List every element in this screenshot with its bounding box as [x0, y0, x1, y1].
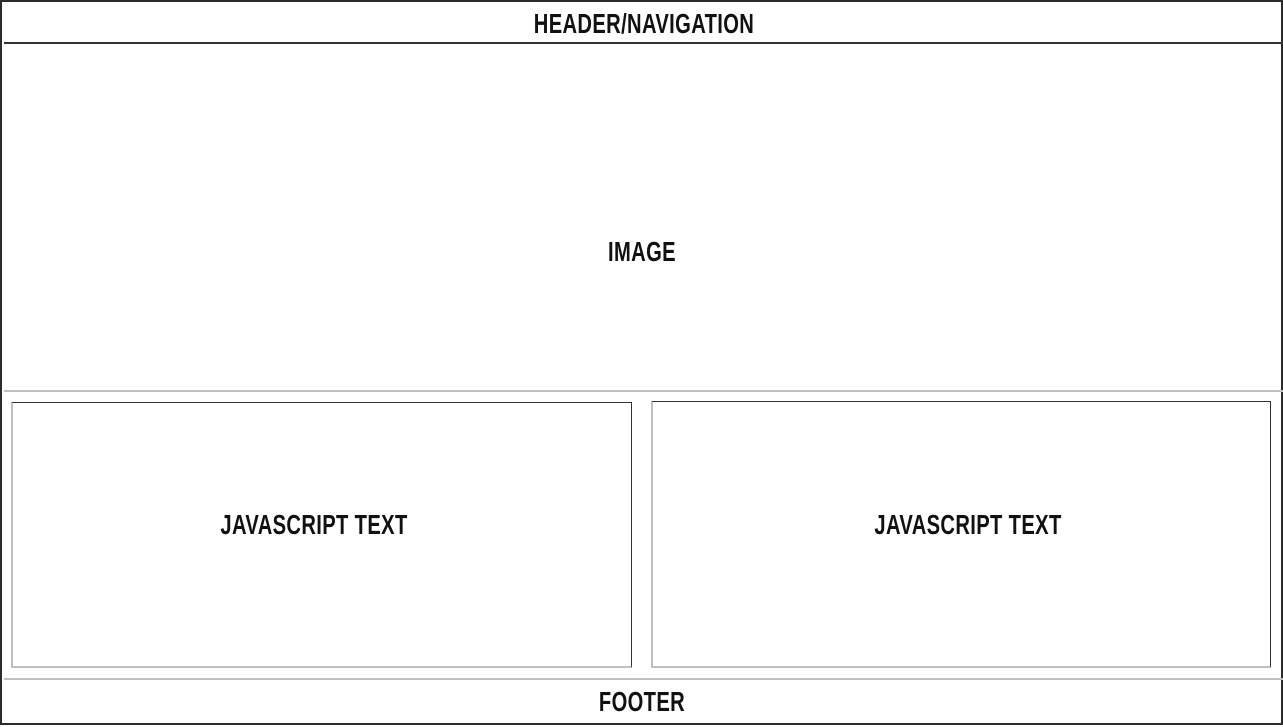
javascript-text-box-right: JavaScript Text [651, 401, 1271, 668]
javascript-text-label: JavaScript Text [874, 509, 1062, 540]
header-label: Header/Navigation [533, 8, 755, 39]
header-navigation-block: Header/Navigation [4, 4, 1283, 44]
footer-label: Footer [598, 686, 686, 717]
image-block: Image [4, 44, 1283, 392]
footer-block: Footer [4, 678, 1283, 727]
javascript-text-label: JavaScript Text [220, 509, 408, 540]
image-label: Image [608, 236, 676, 267]
javascript-text-box-left: JavaScript Text [11, 402, 632, 668]
